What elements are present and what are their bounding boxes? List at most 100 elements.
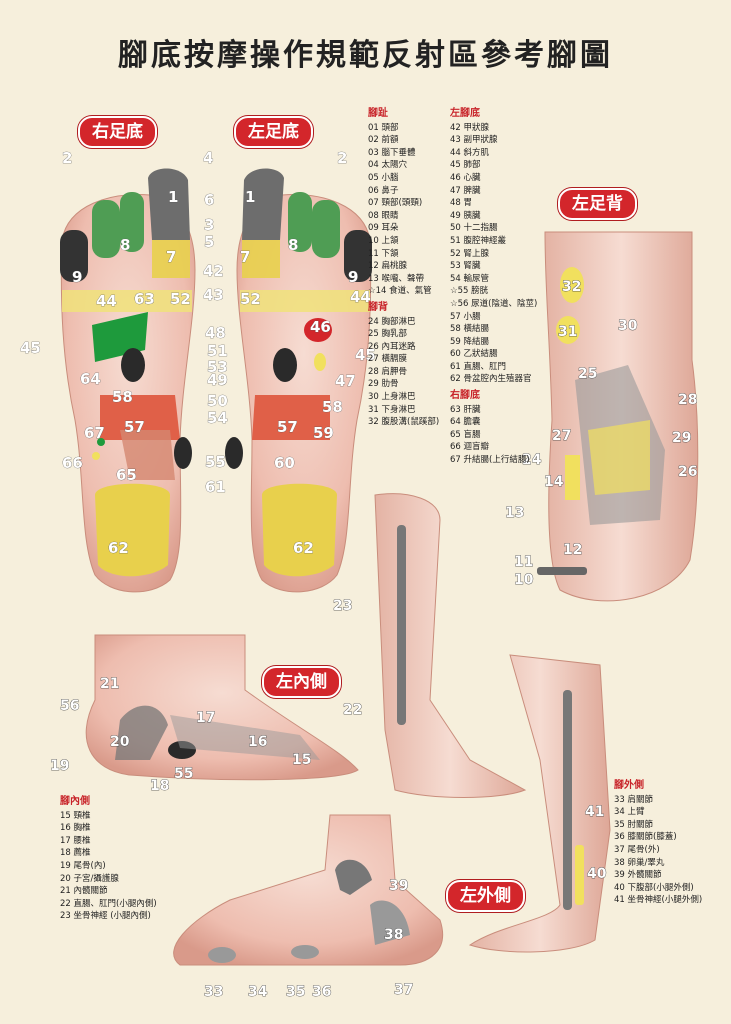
legend-toes-item: ☆14 食道、氣管 bbox=[368, 286, 432, 297]
zone-label-top: 28 bbox=[678, 392, 697, 408]
outer-leg bbox=[468, 654, 611, 953]
legend-toes-item: 08 眼睛 bbox=[368, 210, 399, 221]
zone-35-36 bbox=[291, 945, 319, 959]
legend-left_sole-item: 49 胰臟 bbox=[450, 210, 481, 221]
zone-1-right bbox=[148, 168, 190, 240]
zone-67 bbox=[97, 438, 105, 446]
legend-inner-item: 16 胸椎 bbox=[60, 823, 91, 834]
zone-9-right bbox=[60, 230, 88, 282]
badge-right-sole: 右足底 bbox=[78, 116, 157, 148]
zone-label-sole: 53 bbox=[207, 358, 228, 376]
legend-left_sole-item: 59 降結腸 bbox=[450, 336, 490, 347]
inner-leg bbox=[374, 493, 527, 798]
zone-8-right bbox=[92, 200, 120, 258]
zone-label-outer: 39 bbox=[389, 878, 408, 894]
legend-left_sole-item: 62 骨盆腔內生殖器官 bbox=[450, 374, 532, 385]
zone-label-inner: 15 bbox=[292, 752, 311, 768]
zone-label-sole: 47 bbox=[335, 372, 356, 390]
zone-label-outer: 37 bbox=[394, 982, 413, 998]
kidney-right bbox=[121, 348, 145, 382]
legend-inner-item: 15 頸椎 bbox=[60, 810, 91, 821]
legend-outer-item: 41 坐骨神經(小腿外側) bbox=[614, 895, 703, 906]
legend-instep-item: 31 下身淋巴 bbox=[368, 404, 416, 415]
zone-label-inner: 20 bbox=[110, 734, 130, 750]
zone-label-top: 27 bbox=[552, 428, 571, 444]
zone-27 bbox=[588, 420, 650, 495]
bladder-right bbox=[174, 437, 192, 469]
badge-left-top: 左足背 bbox=[558, 188, 637, 220]
zone-40 bbox=[575, 845, 584, 905]
zone-65-right bbox=[120, 430, 175, 480]
zone-label-sole: 44 bbox=[96, 292, 117, 310]
legend-instep-heading: 腳背 bbox=[368, 301, 388, 313]
zone-label-sole: 1 bbox=[245, 188, 255, 206]
zone-label-top: 31 bbox=[558, 324, 577, 340]
intestine-57-right bbox=[100, 395, 180, 440]
zone-label-top: 13 bbox=[505, 505, 524, 521]
zone-label-top: 25 bbox=[578, 366, 597, 382]
legend-outer-item: 35 肘關節 bbox=[614, 819, 654, 830]
legend-left_sole-item: 53 腎臟 bbox=[450, 261, 481, 272]
zone-7-left bbox=[242, 240, 280, 278]
legend-instep-item: 26 內耳迷路 bbox=[368, 341, 416, 352]
zone-label-top: 26 bbox=[678, 464, 697, 480]
legend-inner-item: 20 子宮/攝護腺 bbox=[60, 873, 119, 884]
zone-label-top: 12 bbox=[563, 542, 582, 558]
zone-label-sole: 3 bbox=[204, 216, 214, 234]
zone-label-legs: 22 bbox=[343, 702, 362, 718]
zone-label-top: 32 bbox=[562, 279, 581, 295]
left-inner-foot bbox=[85, 634, 359, 781]
zone-label-sole: 42 bbox=[203, 262, 224, 280]
zone-label-sole: 5 bbox=[204, 233, 214, 251]
zone-label-sole: 8 bbox=[288, 236, 298, 254]
legend-toes-item: 10 上頷 bbox=[368, 235, 399, 246]
zone-label-sole: 9 bbox=[348, 268, 358, 286]
legend-left_sole-item: 52 腎上腺 bbox=[450, 248, 490, 259]
zone-label-sole: 52 bbox=[240, 290, 261, 308]
zone-label-sole: 67 bbox=[84, 424, 105, 442]
legend-instep-item: 27 橫膈膜 bbox=[368, 354, 408, 365]
zone-label-top: 29 bbox=[672, 430, 691, 446]
legend-right_sole-item: 65 盲腸 bbox=[450, 429, 481, 440]
legend-instep-item: 28 肩胛骨 bbox=[368, 366, 408, 377]
zone-label-sole: 63 bbox=[134, 290, 155, 308]
kidney-left bbox=[273, 348, 297, 382]
zone-62-left bbox=[262, 483, 337, 577]
legend-right_sole-item: 63 肝臟 bbox=[450, 404, 481, 415]
zone-label-sole: 48 bbox=[205, 324, 226, 342]
zone-label-sole: 7 bbox=[240, 248, 250, 266]
legend-toes-item: 03 腦下垂體 bbox=[368, 147, 416, 158]
legend-left_sole-item: 45 肺部 bbox=[450, 160, 481, 171]
zone-label-sole: 45 bbox=[355, 346, 376, 364]
legend-toes-item: 09 耳朵 bbox=[368, 223, 399, 234]
legend-left_sole-item: ☆56 尿道(陰道、陰莖) bbox=[450, 298, 538, 309]
zone-1-left bbox=[242, 168, 284, 240]
zone-label-top: 11 bbox=[514, 554, 533, 570]
zone-label-sole: 7 bbox=[166, 248, 176, 266]
legend-left_sole-item: 51 腹腔神經叢 bbox=[450, 235, 507, 246]
page-title: 腳底按摩操作規範反射區參考腳圖 bbox=[118, 38, 613, 73]
zone-62-right bbox=[95, 483, 170, 577]
legend-left_sole-item: 43 副甲狀腺 bbox=[450, 135, 498, 146]
badge-left-sole: 左足底 bbox=[234, 116, 313, 148]
legend-toes-item: 06 鼻子 bbox=[368, 185, 399, 196]
legend-inner-item: 22 直腸、肛門(小腿內側) bbox=[60, 898, 157, 909]
zone-label-sole: 2 bbox=[337, 149, 347, 167]
zone-31 bbox=[556, 316, 580, 344]
zone-label-sole: 4 bbox=[203, 149, 213, 167]
legend-toes-item: 04 太陽穴 bbox=[368, 160, 408, 171]
legend-toes-item: 13 喉嚨、聲帶 bbox=[368, 273, 425, 284]
legend-toes-item: 12 扁桃腺 bbox=[368, 261, 408, 272]
legend-left_sole-item: ☆55 膀胱 bbox=[450, 286, 489, 297]
zone-label-sole: 61 bbox=[205, 478, 226, 496]
legend-inner-item: 17 腰椎 bbox=[60, 835, 91, 846]
zone-label-sole: 58 bbox=[322, 398, 343, 416]
zone-38 bbox=[370, 900, 410, 945]
intestine-57-left bbox=[252, 395, 330, 440]
